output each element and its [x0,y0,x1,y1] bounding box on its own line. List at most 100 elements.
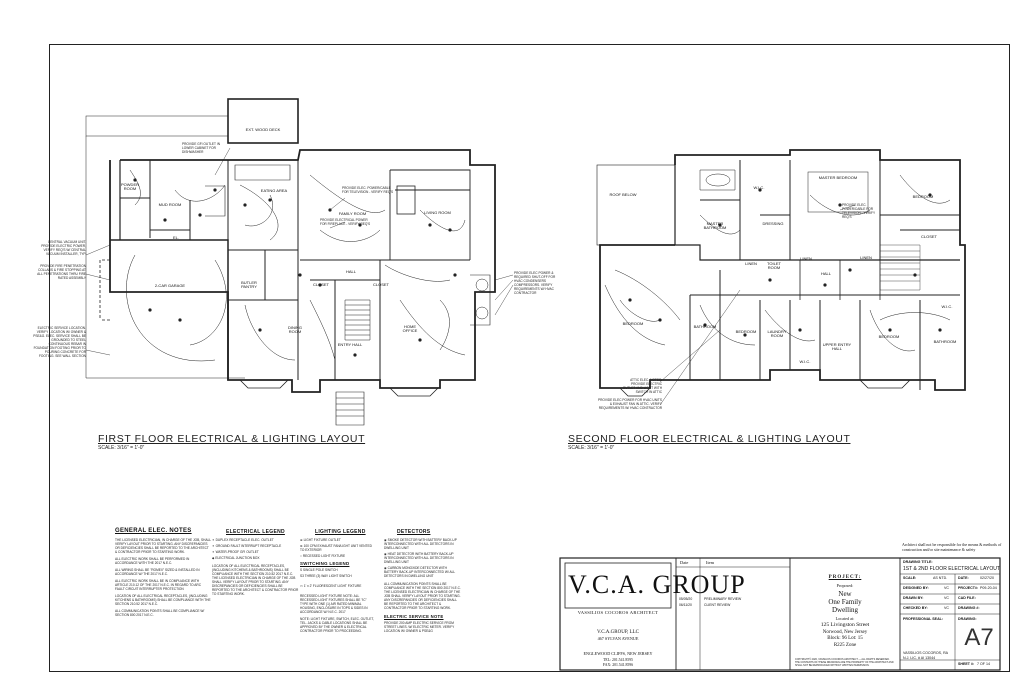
callout-tv-first: PROVIDE ELEC. POWER/CABLE FOR TELEVISION… [342,186,394,194]
callout-service: ELECTRIC SERVICE LOCATION. VERIFY LOCATI… [33,326,86,358]
legend-item: ◉ CARBON MONOXIDE DETECTOR WITH BATTERY … [384,566,456,578]
room-upper-entry-hall: UPPER ENTRY HALL [822,342,852,351]
lighting-note: NOTE: LIGHT FIXTURE, SWITCH, ELEC. OUTLE… [300,617,374,633]
second-floor-scale: SCALE: 3/16" = 1'-0" [568,445,615,451]
project-proposed: Proposed: [836,583,854,588]
revision-item: PRELIMINARY REVIEW [704,597,742,601]
rev-header-date: Date [680,560,689,565]
revision-date: 06/11/20 [679,603,692,607]
duplex-outlet-icon: ⚭ [212,538,216,542]
legend-item: ▭ 1' x 2' FLUORESCENT LIGHT FIXTURE [300,584,362,588]
general-note: ALL WIRING SHALL BE "ROMEX" SIZED & INST… [115,568,200,576]
date-label: DATE: [958,576,969,580]
lighting-note: RECESSED LIGHT FIXTURE NOTE: ALL RECESSE… [300,594,368,614]
project-address-line: Norwood, New Jersey [822,630,868,635]
room-entry-hall: ENTRY HALL [337,342,363,347]
callout-fire-stop: PROVIDE FIRE PENETRATION COLLARS & FIRE … [37,264,86,280]
general-notes-list: THE LICENSED ELECTRICIAN, IN CHARGE OF T… [115,538,211,617]
detectors-note: ALL COMMUNICATION POINTS SHALL BE COMPLI… [384,582,461,610]
room-closet-2: CLOSET [372,282,389,287]
service-note: PROVIDE 200 AMP ELECTRIC SERVICE FROM ST… [384,621,455,633]
sheet-number-label: SHEET #: [958,662,975,666]
lighting-legend-title: LIGHTING LEGEND [315,529,366,535]
wp-outlet-icon: ⚭ [212,550,216,554]
second-floor-plan [596,149,966,406]
company-name: V.C.A.GROUP, LLC [597,630,639,635]
service-note-title: ELECTRIC SERVICE NOTE [384,614,444,619]
drawing-title-value: 1ST & 2ND FLOOR ELECTRICAL LAYOUT [903,566,1000,572]
room-el: EL. [172,235,179,240]
scale-label: SCALE: [903,576,917,580]
general-note: ALL ELECTRIC WORK SHALL BE PERFORMED IN … [115,557,190,565]
room-wic-1: W.I.C. [753,185,765,190]
callout-vacuum: CENTRAL VACUUM UNIT. PROVIDE ELECTRIC PO… [41,240,86,256]
scale-value: AS NTD. [933,576,948,580]
junction-box-icon: ◆ [212,556,216,560]
checked-by-value: VC [944,606,949,610]
architect-disclaimer: Architect shall not be responsible for t… [902,542,1002,552]
checked-by-label: CHECKED BY: [903,606,928,610]
callout-tv-second: PROVIDE ELEC. POWER/CABLE FOR TELEVISION… [842,203,876,219]
project-label: PROJECT: [828,575,862,580]
sheet-number-value: 7 OF 14 [977,662,990,666]
callout-attic: ATTIC ELEC. NOTES: PROVIDE ELECTRIC OUTL… [622,378,662,394]
detectors-title: DETECTORS [397,529,431,535]
room-powder-room: POWDER ROOM [121,182,139,191]
first-floor-title: FIRST FLOOR ELECTRICAL & LIGHTING LAYOUT [98,433,366,445]
room-bedroom-ne: BEDROOM [912,194,934,199]
room-roof-below: ROOF BELOW [609,192,637,197]
room-linen-1: LINEN [800,256,812,261]
room-ext-wood-deck: EXT. WOOD DECK [245,127,281,132]
smoke-detector-icon: ◉ [384,538,388,542]
room-bathroom-2: BATHROOM [933,339,957,344]
detectors-list: ◉ SMOKE DETECTOR WITH BATTERY BACK-UP IN… [384,538,462,633]
callout-dishwasher: PROVIDE GFI OUTLET IN LOWER CABINET FOR … [182,142,221,154]
room-laundry: LAUNDRY ROOM [767,329,787,338]
room-closet-1: CLOSET [312,282,329,287]
legend-item: S SINGLE POLE SWITCH [300,568,338,572]
callout-hvac-second: PROVIDE ELEC POWER FOR HVAC UNITS & EXHA… [597,398,662,410]
general-note: LOCATION OF ALL ELECTRICAL RECEPTACLES, … [115,594,211,606]
lighting-legend-list: ⊕ LIGHT FIXTURE OUTLET ⊗ 100 CFM EXHAUST… [300,538,374,633]
switching-legend-title: SWITCHING LEGEND [300,561,350,566]
general-note: THE LICENSED ELECTRICIAN, IN CHARGE OF T… [115,538,211,554]
project-address-line: Block: 96 Lot: 15 [827,636,863,641]
drawing-title-label: DRAWING TITLE: [903,560,933,564]
room-bedroom-c: BEDROOM [735,329,757,334]
title-block-grid [559,557,1001,671]
project-number-value: P09-20-04 [980,586,997,590]
room-dining-room: DINING ROOM [288,325,302,334]
room-home-office: HOME OFFICE [402,324,418,333]
room-master-bathroom: MASTER BATHROOM [703,221,727,230]
drawing-number: A7 [964,624,994,651]
room-eating-area: EATING AREA [260,188,288,193]
electrical-legend-title: ELECTRICAL LEGEND [226,529,285,535]
first-floor-plan [85,98,514,426]
exhaust-fan-icon: ⊗ [300,544,304,548]
copyright-note: COPYRIGHT© 2020, VASSILIOS COCOROS ARCHI… [795,658,894,667]
company-street: 467 SYLVAN AVENUE [597,636,639,641]
legend-item: ○ RECESSED LIGHT FIXTURE [300,554,346,558]
drawing-number-label: DRAWING #: [958,606,980,610]
callout-hvac-first: PROVIDE ELEC POWER & REQUIRED SHUT-OFF F… [514,271,556,295]
legend-item: ◉ SMOKE DETECTOR WITH BATTERY BACK-UP IN… [384,538,457,550]
designed-by-label: DESIGNED BY: [903,586,929,590]
legend-item: ◆ ELECTRICAL JUNCTION BOX [212,556,260,560]
electrical-legend-note: LOCATION OF ALL ELECTRICAL RECEPTACLES, … [212,564,299,596]
room-dressing: DRESSING [762,221,784,226]
co-detector-icon: ◉ [384,566,388,570]
professional-seal-label: PROFESSIONAL SEAL: [903,617,944,621]
recessed-light-icon: ○ [300,554,303,558]
general-note: ALL COMMUNICATION POINTS SHALL BE COMPLI… [115,609,205,617]
callout-fireplace: PROVIDE ELECTRICAL POWER FOR FIREPLACE -… [320,218,371,226]
architect-license: N.J. LIC. # AI 13044 [903,656,936,660]
legend-item: ⊗ 100 CFM EXHAUST FAN/LIGHT UNIT VENTED … [300,544,372,552]
project-name-line: New [838,590,852,598]
legend-item: ◉ HEAT DETECTOR WITH BATTERY BACK-UP INT… [384,552,454,564]
revision-date: 05/05/20 [679,597,693,601]
architect-name: VASSILIOS COCOROS, RA [903,651,949,655]
company-city: ENGLEWOOD CLIFFS, NEW JERSEY [583,651,653,656]
room-linen-2: LINEN [860,255,872,260]
light-fixture-icon: ⊕ [300,538,304,542]
